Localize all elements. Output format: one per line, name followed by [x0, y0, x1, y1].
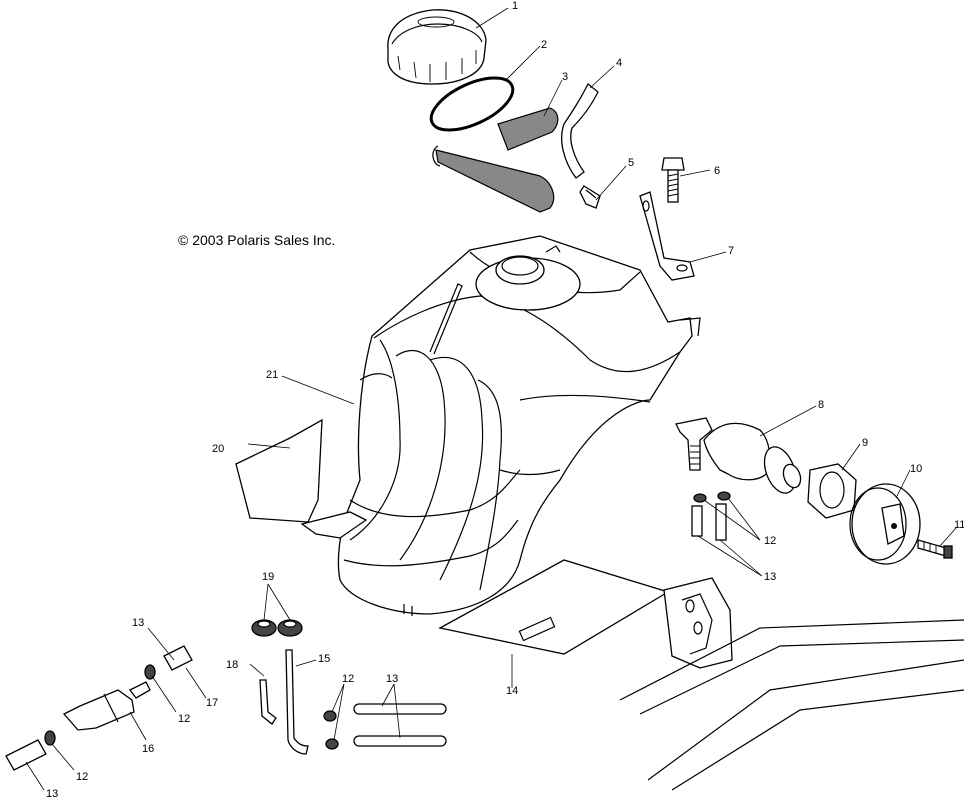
callout-5: 5: [628, 157, 634, 169]
o-ring-seal: [429, 76, 515, 132]
callout-2: 2: [541, 39, 547, 51]
fuel-valve: [675, 417, 802, 494]
hose-clamps-valve: [693, 491, 731, 503]
callout-3: 3: [562, 71, 568, 83]
vent-hose: [561, 82, 599, 179]
tank-pad: [235, 418, 323, 523]
mounting-bracket: [639, 191, 695, 281]
callout-7: 7: [728, 245, 734, 257]
callout-13-left: 13: [132, 617, 144, 629]
leader-lines: [25, 7, 957, 791]
callout-12-lower: 12: [342, 673, 354, 685]
callout-20: 20: [212, 443, 224, 455]
fuel-tank: [300, 235, 701, 616]
callout-13-lower: 13: [386, 673, 398, 685]
hex-nut: [807, 463, 857, 519]
callout-12-bottom: 12: [76, 771, 88, 783]
callout-9: 9: [862, 437, 868, 449]
callout-21: 21: [266, 369, 278, 381]
hose-clamps-lower: [323, 710, 339, 750]
callout-10: 10: [910, 463, 922, 475]
callout-13-bottom: 13: [46, 788, 58, 798]
callout-19: 19: [262, 571, 274, 583]
callout-1: 1: [512, 0, 518, 12]
fuel-hoses-valve: [691, 503, 727, 541]
callout-15: 15: [318, 653, 330, 665]
elbow-fitting: [259, 679, 277, 725]
foam-filter: [432, 107, 559, 213]
inline-fuel-filter: [62, 681, 151, 731]
fuel-hoses-left: [5, 645, 193, 771]
hose-clamps-left: [44, 664, 156, 746]
knob-screw: [917, 539, 953, 559]
valve-knob: [849, 483, 921, 565]
callout-18: 18: [226, 659, 238, 671]
callout-4: 4: [616, 57, 622, 69]
callout-12-left: 12: [178, 713, 190, 725]
callout-14: 14: [506, 685, 518, 697]
copyright-notice: © 2003 Polaris Sales Inc.: [178, 232, 335, 248]
callout-8: 8: [818, 399, 824, 411]
rubber-grommets: [251, 619, 303, 637]
callout-16: 16: [142, 743, 154, 755]
frame: [619, 577, 964, 791]
callout-6: 6: [714, 165, 720, 177]
check-valve-fitting: [579, 185, 601, 209]
fuel-cap: [387, 9, 487, 85]
callout-17: 17: [206, 697, 218, 709]
fuel-hoses-lower: [353, 703, 447, 747]
callout-12-valve: 12: [764, 535, 776, 547]
callout-13-valve: 13: [764, 571, 776, 583]
callout-11: 11: [954, 519, 964, 531]
mounting-bolt: [661, 157, 685, 203]
vent-pipe: [285, 649, 309, 755]
